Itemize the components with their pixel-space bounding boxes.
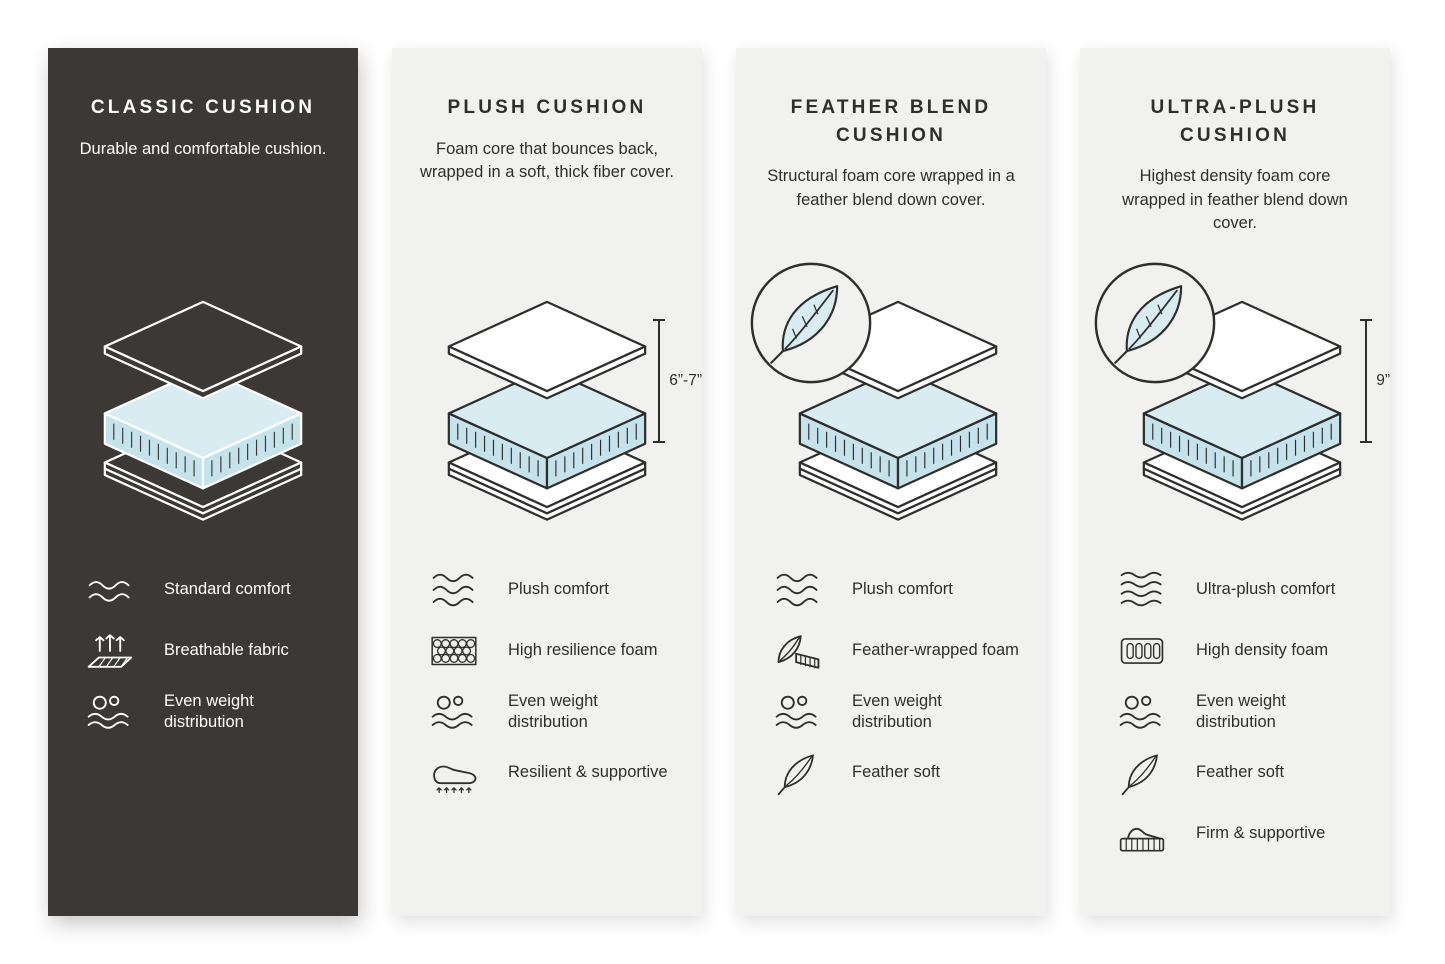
- even-weight-icon: [772, 689, 824, 735]
- feather-badge-icon: [1092, 260, 1218, 386]
- feature-row: Even weight distribution: [772, 688, 1046, 736]
- feature-row: Plush comfort: [772, 566, 1046, 614]
- panel-header: ULTRA-PLUSH CUSHION Highest density foam…: [1080, 48, 1390, 260]
- feature-row: Feather soft: [772, 749, 1046, 797]
- feature-label: Firm & supportive: [1196, 824, 1326, 843]
- measurement-label: 6”-7”: [669, 372, 702, 389]
- feature-label: Ultra-plush comfort: [1196, 580, 1336, 599]
- measurement-label: 9”: [1376, 372, 1390, 389]
- panel-description: Durable and comfortable cushion.: [79, 139, 327, 158]
- feature-row: Even weight distribution: [84, 688, 358, 736]
- feature-list: Ultra-plush comfort High density foam Ev…: [1116, 566, 1390, 858]
- feature-row: High resilience foam: [428, 627, 702, 675]
- cushion-layers-illustration: [87, 284, 319, 525]
- measurement-line: [653, 319, 666, 443]
- feature-label: Feather-wrapped foam: [852, 641, 1019, 660]
- cushion-illustration-area: [736, 260, 1046, 548]
- feature-label: Resilient & supportive: [508, 763, 668, 782]
- cushion-illustration-area: [48, 260, 358, 548]
- feather-badge-icon: [748, 260, 874, 386]
- measurement-indicator: 6”-7”: [653, 319, 702, 443]
- waves-icon: [1116, 567, 1168, 613]
- waves-icon: [772, 567, 824, 613]
- resilient-supportive-icon: [428, 750, 480, 796]
- feature-row: Feather soft: [1116, 749, 1390, 797]
- panel-title: CLASSIC CUSHION: [90, 97, 316, 118]
- waves-icon: [428, 567, 480, 613]
- feature-label: High resilience foam: [508, 641, 658, 660]
- feature-row: Plush comfort: [428, 566, 702, 614]
- feature-row: Standard comfort: [84, 566, 358, 614]
- feature-row: Breathable fabric: [84, 627, 358, 675]
- feature-label: Breathable fabric: [164, 641, 289, 660]
- cushion-layers-illustration: [431, 284, 663, 525]
- panel-classic-cushion: CLASSIC CUSHION Durable and comfortable …: [48, 48, 358, 916]
- breathable-fabric-icon: [84, 628, 136, 674]
- measurement-line: [1360, 319, 1373, 443]
- cushion-illustration-area: 6”-7”: [392, 260, 702, 548]
- panel-title: PLUSH CUSHION: [447, 97, 647, 118]
- panel-description: Foam core that bounces back, wrapped in …: [419, 139, 675, 181]
- feature-label: Standard comfort: [164, 580, 291, 599]
- panel-feather-blend-cushion: FEATHER BLEND CUSHION Structural foam co…: [736, 48, 1046, 916]
- even-weight-icon: [1116, 689, 1168, 735]
- feature-row: Ultra-plush comfort: [1116, 566, 1390, 614]
- panel-plush-cushion: PLUSH CUSHION Foam core that bounces bac…: [392, 48, 702, 916]
- panel-header: PLUSH CUSHION Foam core that bounces bac…: [392, 48, 702, 260]
- feature-label: Plush comfort: [508, 580, 609, 599]
- feature-list: Plush comfort Feather-wrapped foam Even …: [772, 566, 1046, 797]
- feature-row: Resilient & supportive: [428, 749, 702, 797]
- panel-title: FEATHER BLEND CUSHION: [790, 97, 992, 146]
- measurement-indicator: 9”: [1360, 319, 1390, 443]
- feature-row: Feather-wrapped foam: [772, 627, 1046, 675]
- panel-description: Structural foam core wrapped in a feathe…: [767, 167, 1015, 209]
- feature-row: Firm & supportive: [1116, 810, 1390, 858]
- feature-label: Plush comfort: [852, 580, 953, 599]
- even-weight-icon: [84, 689, 136, 735]
- cushion-illustration-area: 9”: [1080, 260, 1390, 548]
- panel-ultra-plush-cushion: ULTRA-PLUSH CUSHION Highest density foam…: [1080, 48, 1390, 916]
- feature-row: High density foam: [1116, 627, 1390, 675]
- panel-header: FEATHER BLEND CUSHION Structural foam co…: [736, 48, 1046, 260]
- feature-list: Standard comfort Breathable fabric Even …: [84, 566, 358, 736]
- feature-row: Even weight distribution: [1116, 688, 1390, 736]
- feather-soft-icon: [772, 750, 824, 796]
- waves-icon: [84, 567, 136, 613]
- feature-label: Even weight distribution: [1196, 691, 1286, 731]
- firm-supportive-icon: [1116, 811, 1168, 857]
- honeycomb-foam-icon: [428, 628, 480, 674]
- feature-label: Even weight distribution: [164, 691, 254, 731]
- panel-description: Highest density foam core wrapped in fea…: [1122, 167, 1348, 232]
- feather-soft-icon: [1116, 750, 1168, 796]
- feature-label: Feather soft: [852, 763, 941, 782]
- feature-label: Even weight distribution: [508, 691, 598, 731]
- panel-title: ULTRA-PLUSH CUSHION: [1150, 97, 1320, 146]
- panel-header: CLASSIC CUSHION Durable and comfortable …: [48, 48, 358, 260]
- feature-label: High density foam: [1196, 641, 1329, 660]
- even-weight-icon: [428, 689, 480, 735]
- feature-row: Even weight distribution: [428, 688, 702, 736]
- density-foam-icon: [1116, 628, 1168, 674]
- feature-list: Plush comfort High resilience foam Even …: [428, 566, 702, 797]
- feature-label: Even weight distribution: [852, 691, 942, 731]
- feature-label: Feather soft: [1196, 763, 1285, 782]
- feather-wrapped-foam-icon: [772, 628, 824, 674]
